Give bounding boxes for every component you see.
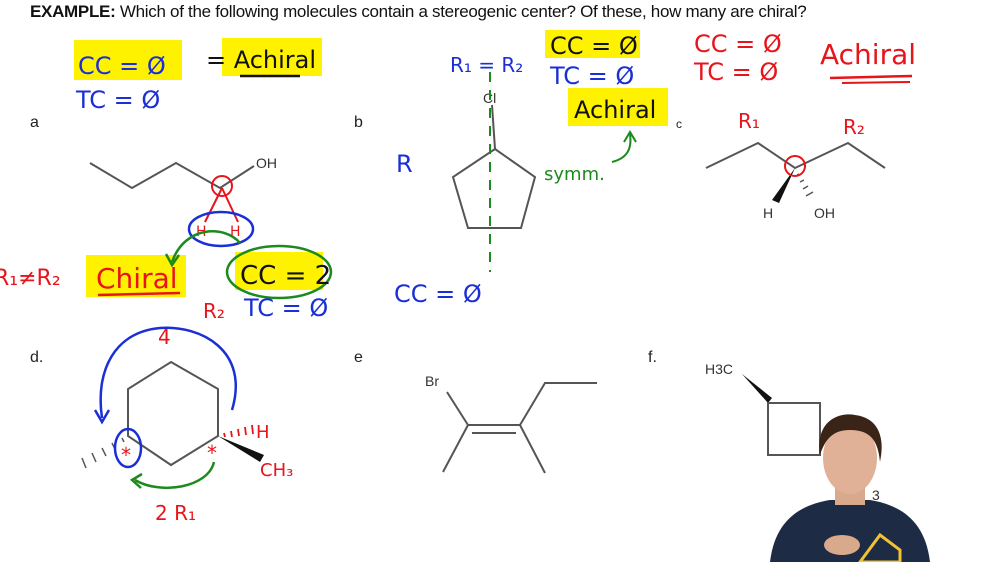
presenter-video <box>770 414 930 562</box>
annot-a-achiral: = Achiral <box>206 46 316 74</box>
label-e: e <box>354 349 363 366</box>
highlight-b-cc <box>545 30 640 58</box>
annot-r1-ne-r2: R₁≠R₂ <box>0 266 61 291</box>
blue-circle <box>113 427 143 469</box>
green-arrow <box>170 230 241 263</box>
star-1: * <box>121 443 131 467</box>
annot-c-r1: R₁ <box>738 109 760 133</box>
annot-a-cc: CC = Ø <box>78 52 166 80</box>
atom-ch3-partial: 3 <box>872 487 880 503</box>
annot-chiral: Chiral <box>96 262 178 295</box>
annot-b-achiral: Achiral <box>574 96 656 124</box>
stereocenter-circle <box>211 175 233 197</box>
atom-h3c: H3C <box>705 361 733 377</box>
label-a: a <box>30 114 39 131</box>
green-arc-arrow <box>134 461 216 490</box>
annot-c-achiral: Achiral <box>820 38 916 71</box>
annot-h2: H <box>230 224 241 240</box>
label-c: c <box>676 117 682 131</box>
annot-b-cc: CC = Ø <box>394 280 482 308</box>
annot-a-tc: TC = Ø <box>75 86 160 114</box>
atom-h: H <box>763 205 773 221</box>
annot-b-r1r2: R₁ = R₂ <box>450 53 523 77</box>
atom-oh-c: OH <box>814 205 835 221</box>
label-d: d. <box>30 349 43 366</box>
highlight-a-cc2 <box>235 252 323 290</box>
annot-c-cc: CC = Ø <box>694 30 782 58</box>
label-f: f. <box>648 349 657 366</box>
stereocenter-circle-c <box>784 155 806 177</box>
highlight-b-achiral <box>568 88 668 126</box>
star-2: * <box>207 441 217 465</box>
question-title: EXAMPLE: Which of the following molecule… <box>30 2 807 22</box>
molecule-b: Cl <box>451 72 537 272</box>
presenter-head <box>823 422 877 494</box>
annot-b-cc-top: CC = Ø <box>550 32 638 60</box>
annot-ch3: CH₃ <box>260 460 293 481</box>
annot-four: 4 <box>158 325 171 349</box>
annot-b-r: R <box>396 150 413 178</box>
molecule-a: OH H H <box>89 155 333 300</box>
presenter-shirt <box>770 500 930 562</box>
annot-cc2: CC = 2 <box>240 261 331 291</box>
annot-c-tc: TC = Ø <box>693 58 778 86</box>
example-prefix: EXAMPLE: <box>30 2 116 21</box>
annot-r2: R₂ <box>203 299 225 323</box>
molecule-f: H3C 3 <box>705 361 880 503</box>
annot-2r1: 2 R₁ <box>155 501 196 525</box>
annot-symm: symm. <box>544 164 605 185</box>
molecule-d <box>81 326 264 490</box>
symm-arrow <box>611 133 632 163</box>
green-ellipse <box>225 244 333 300</box>
blue-ellipse <box>187 210 255 248</box>
molecule-c: H OH <box>705 141 886 221</box>
highlights <box>74 30 668 297</box>
annot-a-tc2: TC = Ø <box>243 294 328 322</box>
blue-arc-arrow <box>99 326 238 419</box>
annot-d-h: H <box>256 422 270 443</box>
annot-c-r2: R₂ <box>843 115 865 139</box>
highlight-a-achiral <box>222 38 322 76</box>
annot-b-tc-top: TC = Ø <box>549 62 634 90</box>
label-b: b <box>354 114 363 131</box>
atom-oh: OH <box>256 155 277 171</box>
highlight-a-cc <box>74 40 182 80</box>
question-text: Which of the following molecules contain… <box>119 2 807 21</box>
atom-br: Br <box>425 373 439 389</box>
molecule-e: Br <box>425 373 597 474</box>
